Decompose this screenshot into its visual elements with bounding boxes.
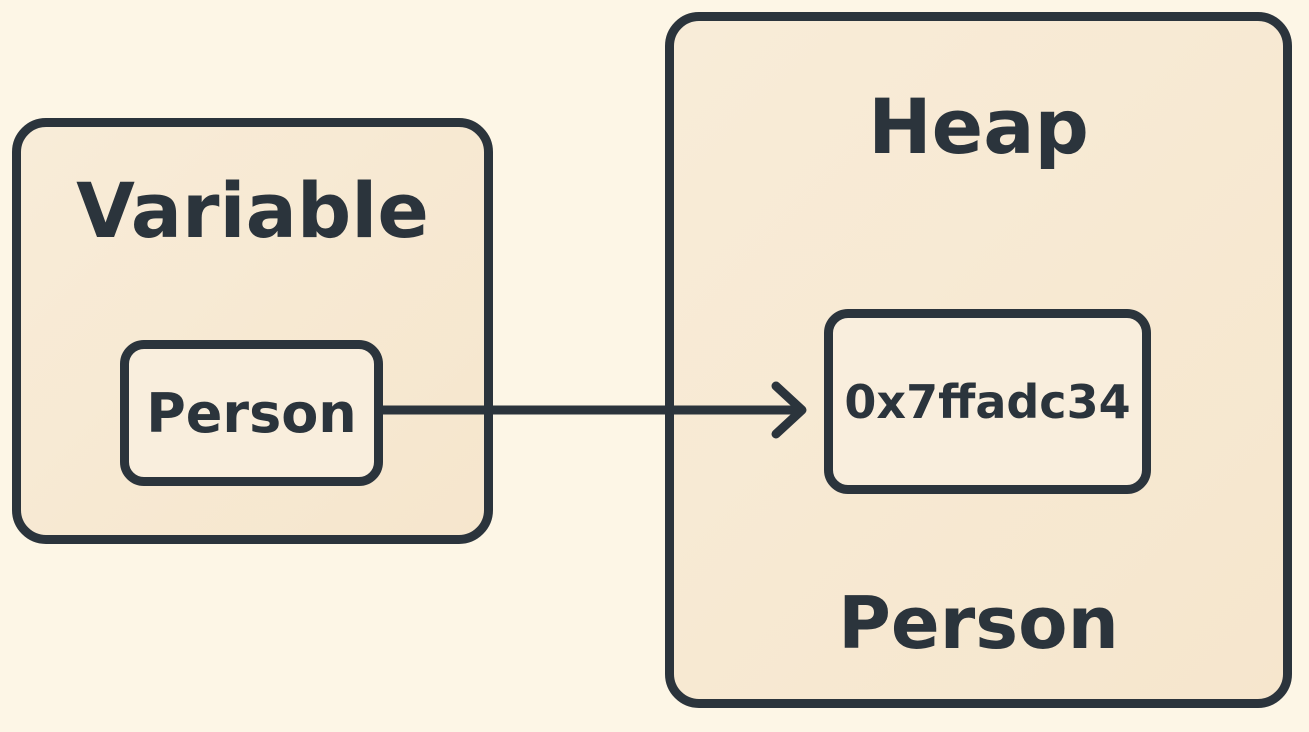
heap-address-box: 0x7ffadc34: [824, 309, 1151, 494]
variable-reference-label: Person: [146, 381, 357, 445]
heap-object-label: Person: [838, 581, 1119, 665]
variable-reference-box: Person: [120, 340, 383, 486]
variable-title: Variable: [76, 166, 429, 255]
heap-address-label: 0x7ffadc34: [844, 374, 1131, 429]
heap-title: Heap: [868, 82, 1089, 171]
